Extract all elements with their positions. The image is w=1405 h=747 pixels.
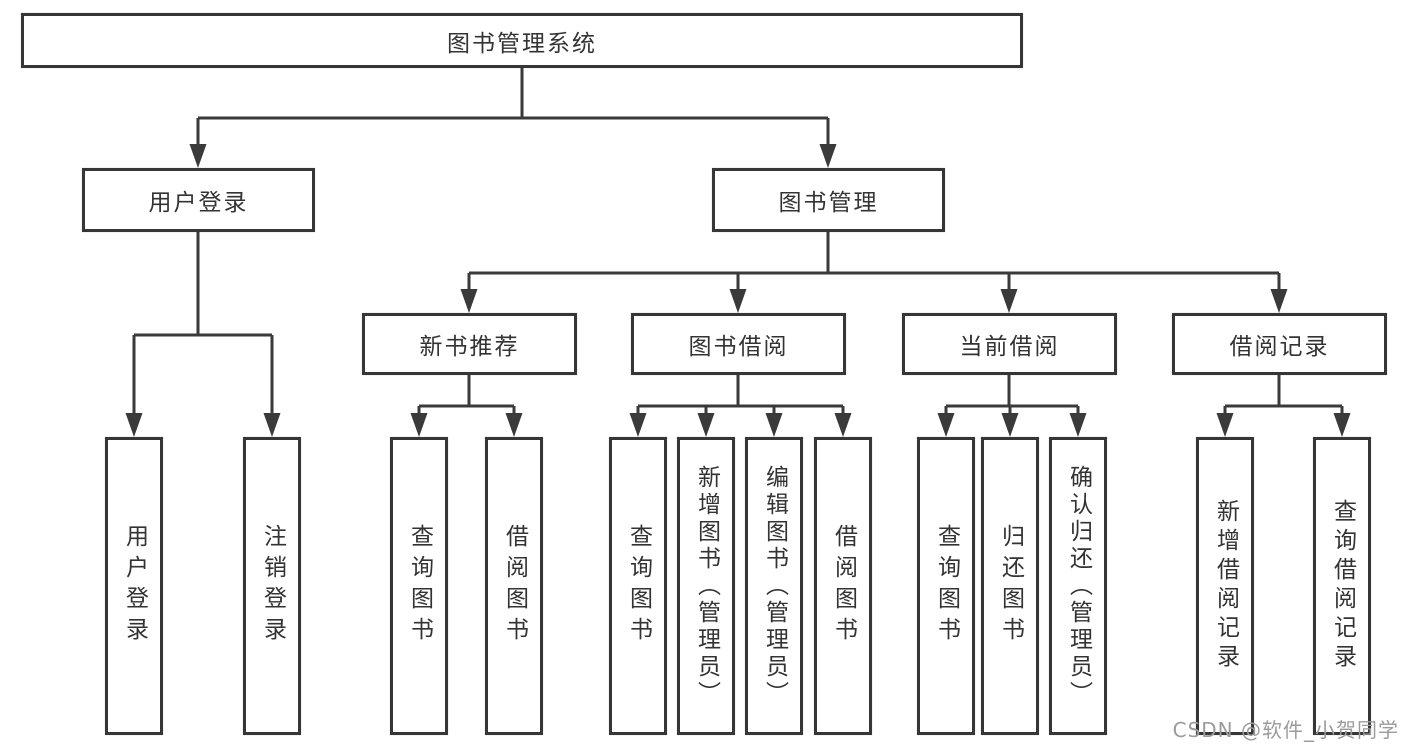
node-label: 图书管理系统 [447, 30, 597, 57]
leaf-label: 查询图书 [625, 524, 652, 648]
leaf-records-query-record: 查询借阅记录 [1313, 437, 1371, 735]
leaf-label: 注销登录 [259, 524, 286, 648]
leaf-newrec-query-books: 查询图书 [390, 437, 448, 735]
leaf-logout: 注销登录 [243, 437, 301, 735]
connector-user-login-to-leaves [125, 232, 281, 437]
node-label: 借阅记录 [1229, 334, 1330, 360]
leaf-newrec-borrow-books: 借阅图书 [485, 437, 543, 735]
leaf-label: 用户登录 [121, 524, 148, 648]
leaf-label: 查询图书 [933, 524, 960, 648]
leaf-label: 查询借阅记录 [1329, 499, 1356, 673]
node-label: 图书借阅 [688, 334, 789, 360]
connector-current-borrow-to-leaves [937, 375, 1087, 437]
node-label: 新书推荐 [419, 334, 520, 360]
leaf-borrow-borrow-books: 借阅图书 [814, 437, 872, 735]
leaf-label: 借阅图书 [830, 524, 857, 648]
connector-root-to-level2 [189, 68, 837, 168]
leaf-borrow-edit-books-admin: 编辑图书（管理员） [745, 437, 803, 735]
connector-borrow-records-to-leaves [1216, 375, 1351, 437]
node-label: 当前借阅 [959, 334, 1060, 360]
leaf-current-return-books: 归还图书 [981, 437, 1039, 735]
leaf-borrow-query-books: 查询图书 [609, 437, 667, 735]
leaf-label: 确认归还（管理员） [1065, 464, 1092, 708]
leaf-label: 新增借阅记录 [1212, 499, 1239, 673]
leaf-label: 新增图书（管理员） [693, 464, 720, 708]
node-label: 图书管理 [778, 190, 879, 216]
node-book-borrowing: 图书借阅 [631, 313, 846, 375]
leaf-current-query-books: 查询图书 [917, 437, 975, 735]
node-current-borrowing: 当前借阅 [902, 313, 1117, 375]
node-new-book-recommendation: 新书推荐 [362, 313, 577, 375]
connector-book-borrow-to-leaves [629, 375, 852, 437]
leaf-current-confirm-return-admin: 确认归还（管理员） [1049, 437, 1107, 735]
node-borrowing-records: 借阅记录 [1172, 313, 1387, 375]
leaf-records-add-record: 新增借阅记录 [1196, 437, 1254, 735]
connector-book-mgmt-to-level3 [460, 232, 1288, 313]
node-label: 用户登录 [148, 190, 249, 216]
node-library-management-system: 图书管理系统 [21, 13, 1023, 68]
leaf-label: 借阅图书 [501, 524, 528, 648]
node-user-login: 用户登录 [82, 168, 315, 232]
node-book-management: 图书管理 [712, 168, 945, 232]
leaf-label: 归还图书 [997, 524, 1024, 648]
leaf-borrow-add-books-admin: 新增图书（管理员） [677, 437, 735, 735]
leaf-label: 查询图书 [406, 524, 433, 648]
connector-new-book-rec-to-leaves [410, 375, 523, 437]
leaf-label: 编辑图书（管理员） [761, 464, 788, 708]
leaf-user-login: 用户登录 [105, 437, 163, 735]
watermark: CSDN @软件_小贺同学 [1172, 718, 1399, 742]
